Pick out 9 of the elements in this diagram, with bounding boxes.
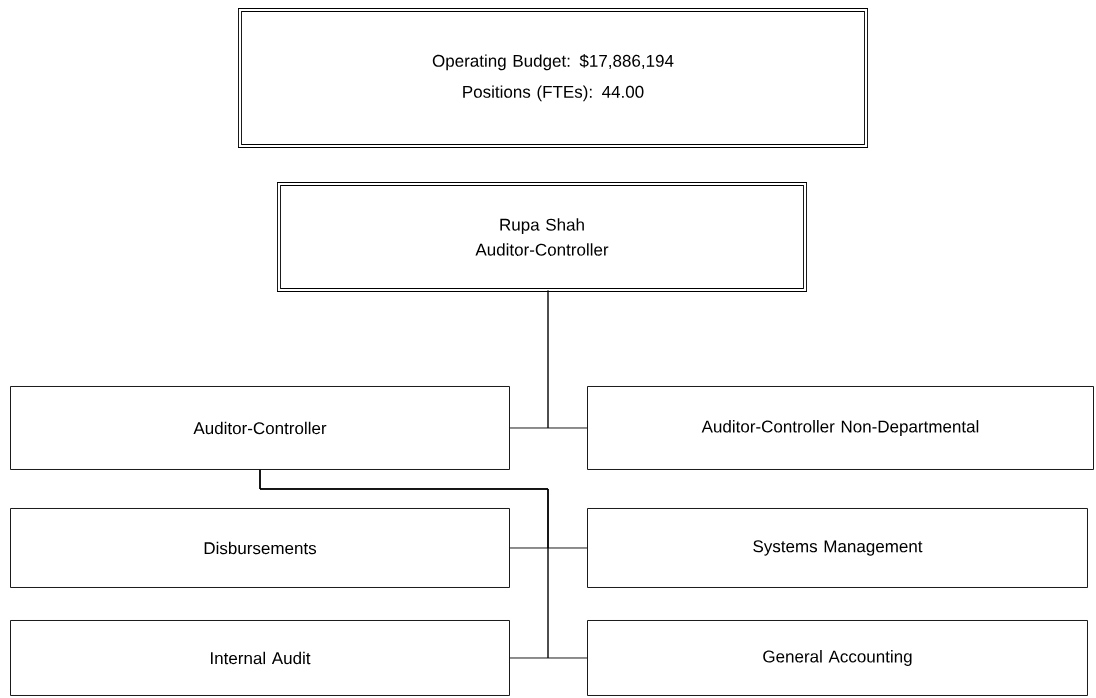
unit-box: Internal Audit (10, 620, 510, 696)
head-box: Rupa Shah Auditor-Controller (277, 182, 807, 292)
connector (547, 290, 588, 429)
unit-box: Systems Management (587, 508, 1088, 588)
unit-box: Auditor-Controller Non-Departmental (587, 386, 1094, 470)
unit-box: Disbursements (10, 508, 510, 588)
unit-box: Auditor-Controller (10, 386, 510, 470)
unit-box: General Accounting (587, 620, 1088, 696)
budget-box: Operating Budget: $17,886,194 Positions (FTEs): 44.00 (238, 8, 868, 148)
